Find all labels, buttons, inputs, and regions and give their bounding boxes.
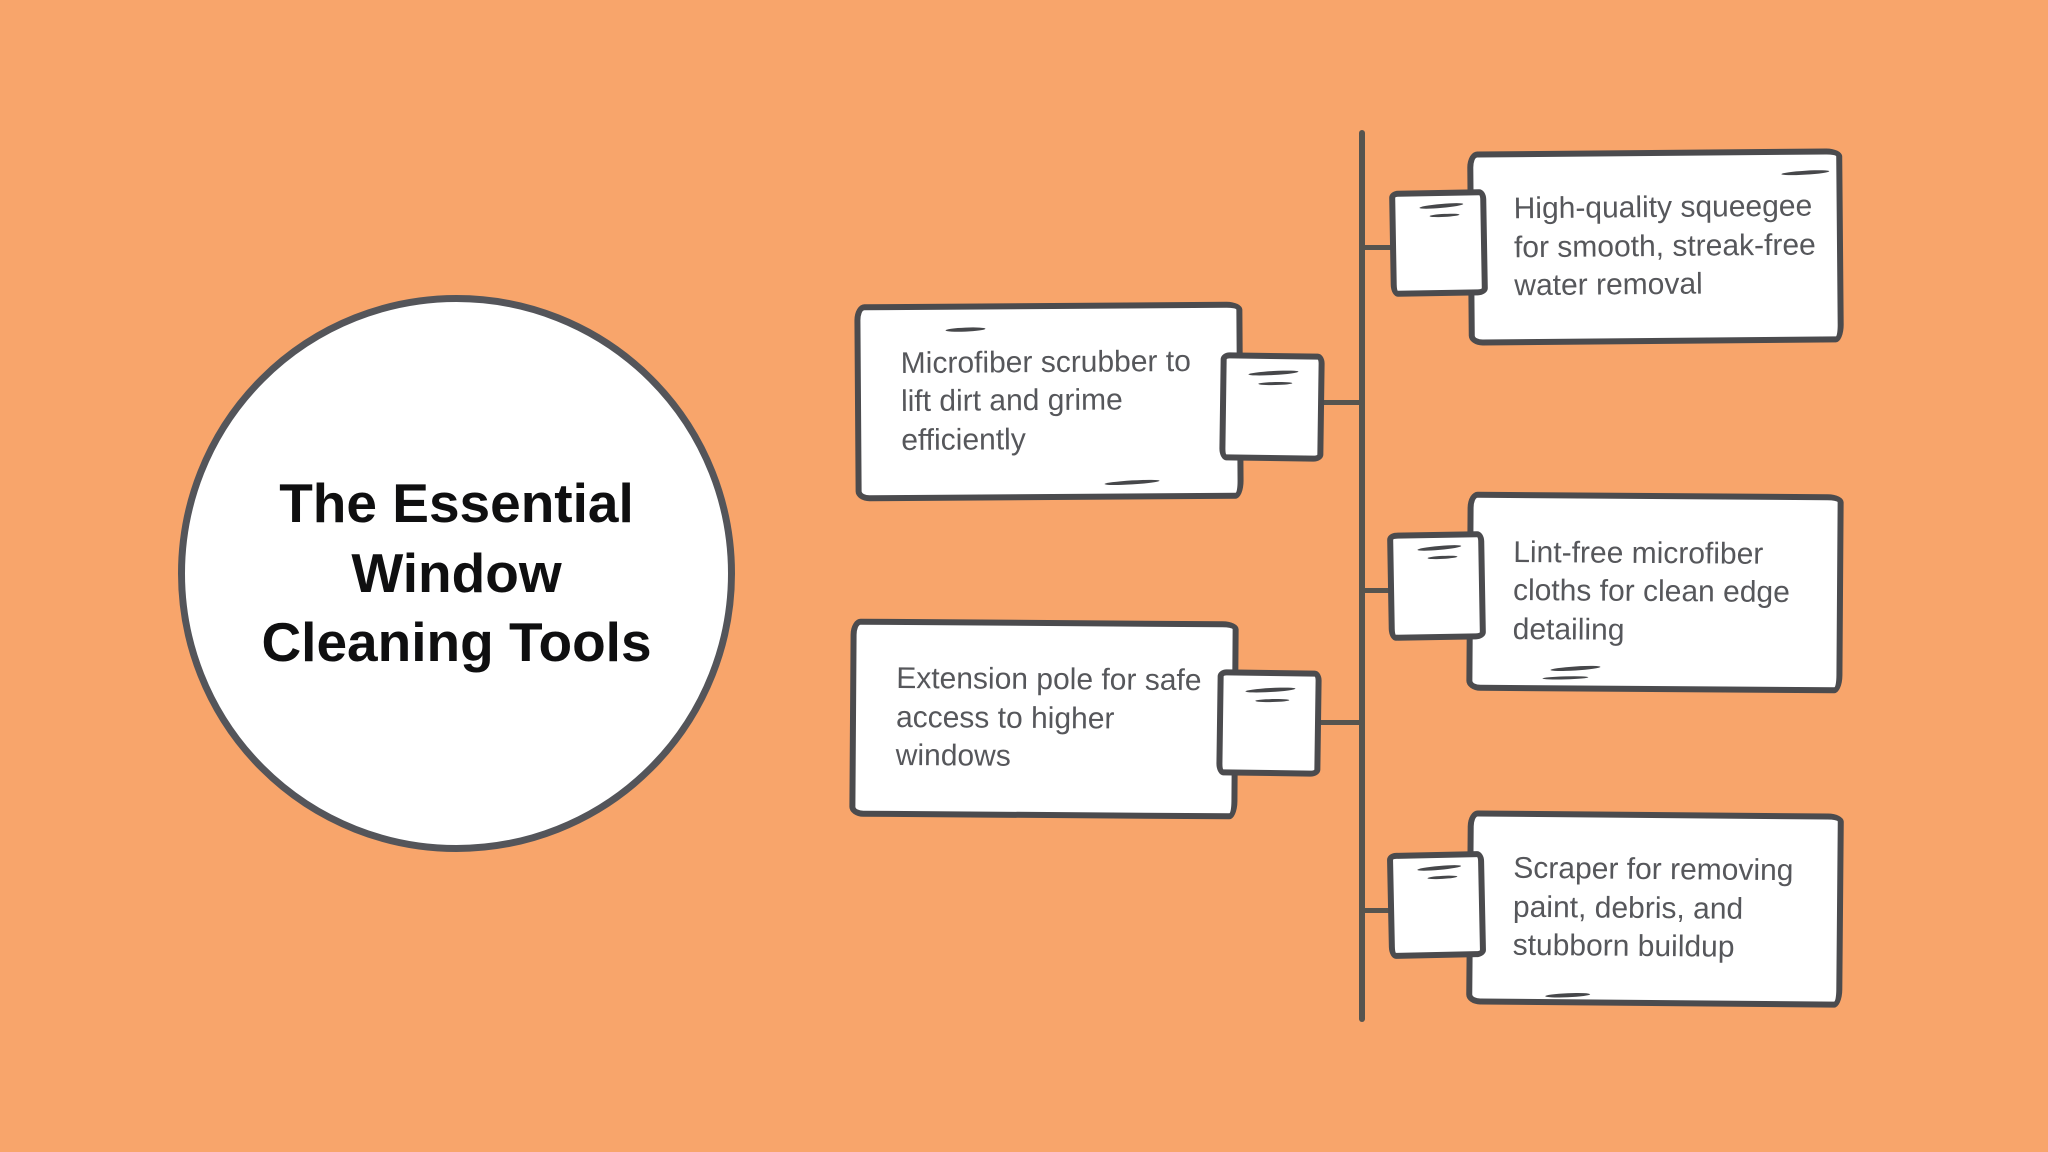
page-title: The Essential Window Cleaning Tools <box>261 469 651 679</box>
sketch-equals-icon <box>1245 686 1296 694</box>
connector-stub-cloths <box>1362 588 1400 593</box>
item-text-pole: Extension pole for safe access to higher… <box>895 662 1202 773</box>
sketch-dash <box>1104 478 1160 487</box>
item-text-cloths: Lint-free microfiber cloths for clean ed… <box>1512 535 1790 647</box>
item-card-pole: Extension pole for safe access to higher… <box>849 618 1239 820</box>
item-text-squeegee: High-quality squeegee for smooth, streak… <box>1513 190 1816 303</box>
sketch-dash <box>1545 992 1591 999</box>
connector-stub-scrubber <box>1320 400 1362 405</box>
connector-stub-pole <box>1316 720 1362 725</box>
sketch-equals-icon <box>1417 544 1462 552</box>
page-title-line-1: The Essential <box>279 471 634 534</box>
sketch-equals-icon <box>1417 863 1462 872</box>
item-icon-box-squeegee <box>1389 189 1488 297</box>
sketch-equals-icon <box>1427 875 1458 880</box>
sketch-equals-icon <box>1419 202 1464 210</box>
title-circle: The Essential Window Cleaning Tools <box>178 295 735 852</box>
sketch-equals-icon <box>1427 555 1458 560</box>
sketch-equals-icon <box>1429 213 1460 218</box>
page-title-line-2: Window <box>351 541 562 604</box>
page-title-line-3: Cleaning Tools <box>261 611 652 674</box>
item-card-scraper: Scraper for removing paint, debris, and … <box>1466 810 1844 1008</box>
connector-stub-squeegee <box>1362 245 1400 250</box>
item-text-scraper: Scraper for removing paint, debris, and … <box>1512 852 1794 964</box>
item-icon-box-cloths <box>1387 531 1486 641</box>
connector-spine <box>1359 130 1365 1022</box>
item-text-scrubber: Microfiber scrubber to lift dirt and gri… <box>900 344 1191 457</box>
sketch-equals-icon <box>1255 698 1290 703</box>
item-card-scrubber: Microfiber scrubber to lift dirt and gri… <box>854 301 1244 502</box>
item-card-squeegee: High-quality squeegee for smooth, streak… <box>1467 148 1844 346</box>
sketch-dash <box>1550 664 1601 673</box>
sketch-dash <box>1781 169 1830 177</box>
item-icon-box-scraper <box>1386 850 1487 960</box>
sketch-equals-icon <box>1258 381 1293 386</box>
item-card-cloths: Lint-free microfiber cloths for clean ed… <box>1466 491 1844 694</box>
sketch-dash <box>1542 675 1589 681</box>
sketch-equals-icon <box>1248 369 1299 377</box>
sketch-dash <box>945 326 986 333</box>
connector-stub-scraper <box>1362 908 1400 913</box>
item-icon-box-scrubber <box>1219 352 1325 462</box>
item-icon-box-pole <box>1216 669 1322 777</box>
